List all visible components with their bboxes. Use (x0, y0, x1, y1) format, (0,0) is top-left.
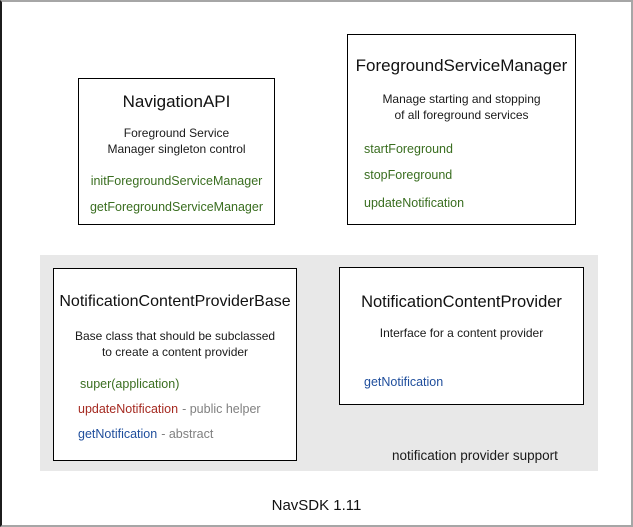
notification-content-provider-base-title: NotificationContentProviderBase (59, 293, 291, 310)
description-line: Manage starting and stopping (382, 92, 541, 106)
method-name: updateNotification (78, 402, 179, 416)
method-note: - public helper (182, 402, 261, 416)
method-super-application: super(application) (80, 377, 183, 391)
class-box-notification-content-provider: NotificationContentProvider Interface fo… (339, 267, 584, 405)
class-box-navigation-api: NavigationAPI Foreground Service Manager… (78, 78, 275, 225)
diagram-caption: NavSDK 1.11 (271, 497, 362, 514)
method-init-foreground-service-manager: initForegroundServiceManager (79, 174, 274, 188)
method-name: startForeground (364, 142, 453, 156)
description-line: Manager singleton control (107, 141, 246, 156)
method-name: updateNotification (364, 196, 465, 210)
method-name: getForegroundServiceManager (89, 200, 264, 214)
method-update-notification-helper: updateNotification- public helper (78, 402, 261, 416)
navigation-api-title: NavigationAPI (122, 92, 231, 111)
notification-provider-group-label: notification provider support (392, 448, 558, 463)
description-line: Foreground Service (123, 126, 230, 140)
method-note: - abstract (161, 427, 214, 441)
foreground-service-manager-title: ForegroundServiceManager (355, 56, 568, 75)
description-line: Base class that should be subclassed (74, 329, 276, 343)
method-start-foreground: startForeground (364, 142, 453, 156)
method-stop-foreground: stopForeground (364, 168, 452, 182)
notification-content-provider-title: NotificationContentProvider (361, 293, 562, 311)
method-update-notification: updateNotification (364, 196, 464, 210)
navigation-api-description: Foreground Service Manager singleton con… (79, 126, 274, 157)
method-name: super(application) (80, 377, 180, 391)
foreground-service-manager-description: Manage starting and stopping of all fore… (348, 92, 575, 123)
method-name: getNotification (364, 375, 444, 389)
class-box-foreground-service-manager: ForegroundServiceManager Manage starting… (347, 34, 576, 225)
description-line: to create a content provider (101, 344, 249, 359)
method-get-foreground-service-manager: getForegroundServiceManager (79, 200, 274, 214)
method-get-notification: getNotification (364, 375, 443, 389)
method-get-notification-abstract: getNotification- abstract (78, 427, 213, 441)
description-line: Interface for a content provider (379, 326, 544, 340)
description-line: of all foreground services (394, 107, 529, 122)
class-box-notification-content-provider-base: NotificationContentProviderBase Base cla… (53, 268, 297, 461)
method-name: getNotification (78, 427, 158, 441)
notification-content-provider-base-description: Base class that should be subclassed to … (54, 329, 296, 360)
method-name: initForegroundServiceManager (90, 174, 263, 188)
notification-content-provider-description: Interface for a content provider (340, 326, 583, 342)
method-name: stopForeground (364, 168, 453, 182)
